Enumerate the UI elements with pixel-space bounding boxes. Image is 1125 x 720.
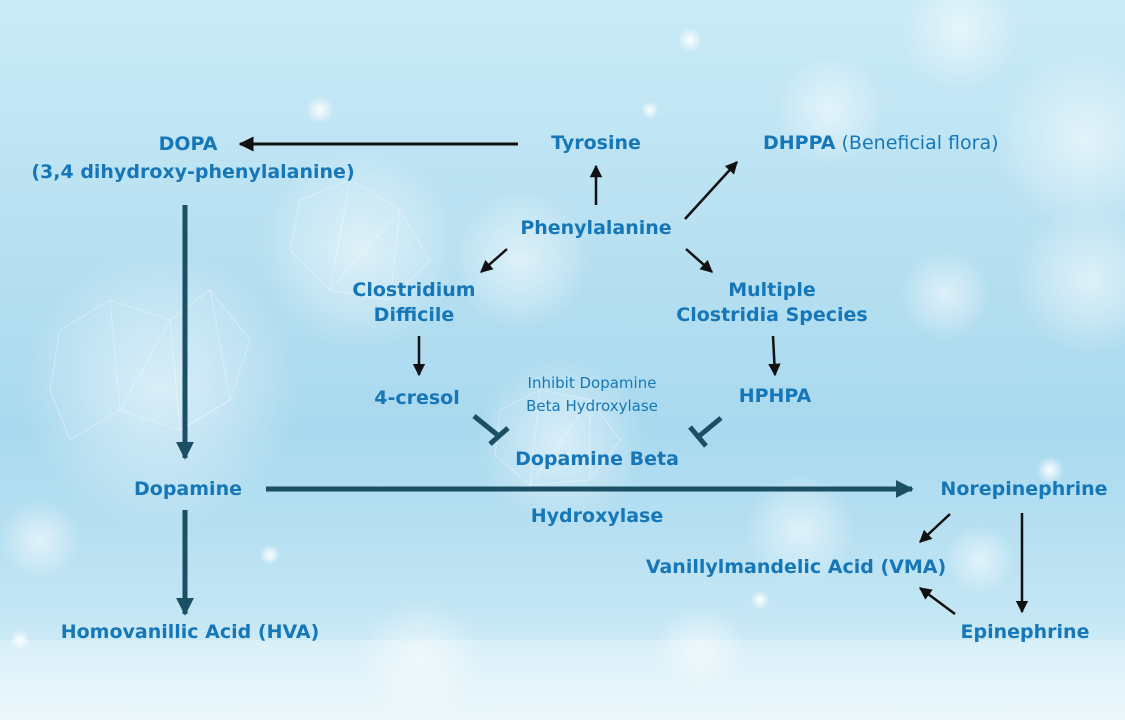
node-vma: Vanillylmandelic Acid (VMA): [645, 556, 947, 578]
node-phenylalanine: Phenylalanine: [520, 217, 672, 239]
bubble: [20, 250, 300, 530]
glow-spot: [678, 28, 702, 52]
dhppa-note: (Beneficial flora): [835, 132, 999, 154]
arrow-phenylalanine-to-multiple-clostridia: [685, 248, 713, 273]
bubble: [260, 150, 460, 350]
bubble: [945, 525, 1015, 595]
bubble: [360, 600, 480, 720]
node-4-cresol: 4-cresol: [374, 387, 460, 409]
arrow-phenylalanine-to-clostridium: [480, 248, 508, 273]
arrow-clostridia-to-hphpa: [768, 335, 781, 377]
arrow-norepinephrine-to-vma: [919, 513, 951, 543]
node-multiple-line2: Clostridia Species: [676, 304, 868, 326]
enzyme-dbh-line1: Dopamine Beta: [515, 448, 679, 470]
node-dopa: DOPA: [158, 133, 218, 155]
node-multiple-line1: Multiple: [728, 279, 816, 301]
glow-spot: [260, 545, 280, 565]
node-dopa-fullname: (3,4 dihydroxy-phenylalanine): [31, 161, 355, 183]
bubble: [900, 0, 1020, 90]
glow-spot: [750, 590, 770, 610]
bubble: [745, 475, 855, 585]
glow-spot: [1036, 456, 1064, 484]
inhibit-note-line2: Beta Hydroxylase: [526, 397, 658, 415]
enzyme-dbh-line2: Hydroxylase: [530, 505, 664, 527]
node-hva: Homovanillic Acid (HVA): [60, 621, 320, 643]
bubble: [655, 605, 745, 695]
node-epinephrine: Epinephrine: [960, 621, 1090, 643]
glow-spot: [306, 96, 334, 124]
bubble: [775, 55, 885, 165]
arrow-phenylalanine-to-dhppa: [684, 161, 738, 220]
bubble: [0, 500, 80, 580]
node-tyrosine: Tyrosine: [551, 132, 641, 154]
bubble: [900, 250, 990, 340]
bubble: [450, 190, 590, 330]
bubble: [1015, 205, 1125, 355]
node-hphpa: HPHPA: [738, 385, 812, 407]
dhppa-label: DHPPA: [763, 132, 836, 154]
inhibit-note-line1: Inhibit Dopamine: [527, 374, 657, 392]
glow-spot: [10, 630, 30, 650]
bubble: [475, 355, 645, 525]
glow-spot: [641, 101, 659, 119]
node-dhppa: DHPPA (Beneficial flora): [763, 131, 999, 156]
network-mesh: [49, 179, 621, 487]
inhibitor-cresol: [472, 414, 510, 446]
bottom-light-band: [0, 640, 1125, 720]
inhibitor-hphpa: [688, 416, 723, 448]
node-norepinephrine: Norepinephrine: [940, 478, 1108, 500]
bubble: [995, 50, 1125, 230]
node-clostridium-line2: Difficile: [373, 304, 455, 326]
arrow-epinephrine-to-vma: [918, 586, 956, 616]
node-dopamine: Dopamine: [134, 478, 242, 500]
node-clostridium-line1: Clostridium: [352, 279, 476, 301]
